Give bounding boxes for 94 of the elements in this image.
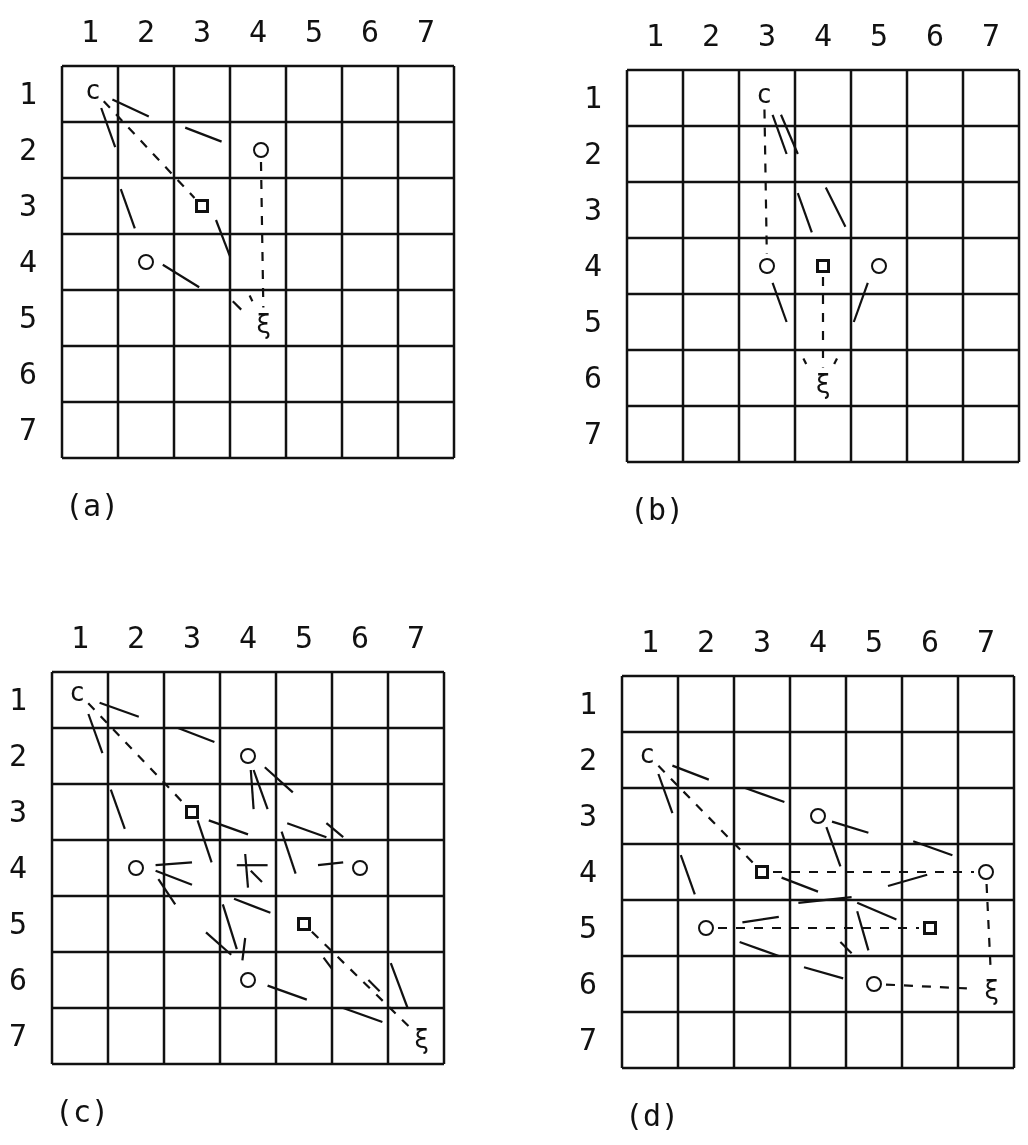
row-number: 6 <box>8 964 28 996</box>
row-number: 5 <box>578 912 598 944</box>
row-number: 2 <box>583 138 603 170</box>
dashed-line <box>821 277 825 368</box>
circle-marker <box>252 142 269 158</box>
circle-marker <box>138 254 154 270</box>
row-number: 1 <box>583 82 603 114</box>
row-number: 3 <box>583 194 603 226</box>
dashed-line <box>718 926 919 930</box>
column-number: 1 <box>70 622 90 654</box>
row-number: 1 <box>18 78 38 110</box>
symbol-label: ξ <box>815 367 831 400</box>
panel-label: (c) <box>54 1096 110 1128</box>
column-number: 3 <box>182 622 202 654</box>
row-number: 7 <box>18 414 38 446</box>
circle-marker <box>871 258 887 274</box>
column-number: 7 <box>981 20 1001 52</box>
circle-marker <box>698 920 714 936</box>
row-number: 6 <box>18 358 38 390</box>
row-number: 5 <box>8 908 28 940</box>
column-number: 1 <box>645 20 665 52</box>
square-marker <box>195 199 209 213</box>
symbol-label: c <box>69 675 85 708</box>
row-number: 1 <box>8 684 28 716</box>
column-number: 6 <box>350 622 370 654</box>
column-number: 4 <box>813 20 833 52</box>
row-number: 1 <box>578 688 598 720</box>
row-number: 2 <box>18 134 38 166</box>
square-marker <box>816 259 830 273</box>
dashed-line <box>259 162 265 308</box>
circle-marker <box>240 748 256 764</box>
circle-marker <box>810 808 826 824</box>
column-number: 4 <box>808 626 828 658</box>
row-number: 4 <box>578 856 598 888</box>
row-number: 4 <box>8 852 28 884</box>
symbol-label: ξ <box>255 307 272 340</box>
column-number: 2 <box>696 626 716 658</box>
row-number: 2 <box>8 740 28 772</box>
symbol-label: ξ <box>413 1022 430 1055</box>
column-number: 5 <box>864 626 884 658</box>
dashed-line <box>311 930 411 1029</box>
column-number: 1 <box>640 626 660 658</box>
column-number: 3 <box>192 16 212 48</box>
row-number: 7 <box>8 1020 28 1052</box>
row-number: 4 <box>583 250 603 282</box>
symbol-label: ξ <box>983 973 1000 1006</box>
row-number: 2 <box>578 744 598 776</box>
panel-label: (d) <box>624 1100 680 1132</box>
square-marker <box>923 921 937 935</box>
dashed-line <box>773 870 974 874</box>
column-number: 6 <box>360 16 380 48</box>
column-number: 5 <box>304 16 324 48</box>
dashed-line <box>102 100 196 199</box>
column-number: 4 <box>238 622 258 654</box>
column-number: 2 <box>136 16 156 48</box>
symbol-label: c <box>756 77 772 110</box>
dashed-line <box>763 109 768 254</box>
column-number: 7 <box>976 626 996 658</box>
column-number: 5 <box>869 20 889 52</box>
circle-marker <box>240 972 256 988</box>
square-marker <box>297 917 311 931</box>
column-number: 6 <box>925 20 945 52</box>
column-number: 3 <box>757 20 777 52</box>
panel-label: (a) <box>64 490 120 522</box>
row-number: 5 <box>18 302 38 334</box>
column-number: 4 <box>248 16 268 48</box>
column-number: 3 <box>752 626 772 658</box>
column-number: 2 <box>701 20 721 52</box>
symbol-label: c <box>639 738 655 771</box>
row-number: 6 <box>578 968 598 1000</box>
square-marker <box>755 865 769 879</box>
column-number: 5 <box>294 622 314 654</box>
row-number: 6 <box>583 362 603 394</box>
symbol-label: c <box>84 73 101 106</box>
column-number: 6 <box>920 626 940 658</box>
circle-marker <box>759 258 775 274</box>
column-number: 1 <box>80 16 100 48</box>
row-number: 3 <box>8 796 28 828</box>
row-number: 4 <box>18 246 38 278</box>
row-number: 5 <box>583 306 603 338</box>
row-number: 3 <box>578 800 598 832</box>
column-number: 2 <box>126 622 146 654</box>
column-number: 7 <box>416 16 436 48</box>
panel-label: (b) <box>629 494 685 526</box>
dashed-line <box>657 765 756 865</box>
row-number: 7 <box>578 1024 598 1056</box>
row-number: 3 <box>18 190 38 222</box>
column-number: 7 <box>406 622 426 654</box>
circle-marker <box>128 860 144 876</box>
circle-marker <box>978 864 994 880</box>
row-number: 7 <box>583 418 603 450</box>
circle-marker <box>352 860 368 876</box>
square-marker <box>185 805 199 819</box>
circle-marker <box>866 976 882 992</box>
